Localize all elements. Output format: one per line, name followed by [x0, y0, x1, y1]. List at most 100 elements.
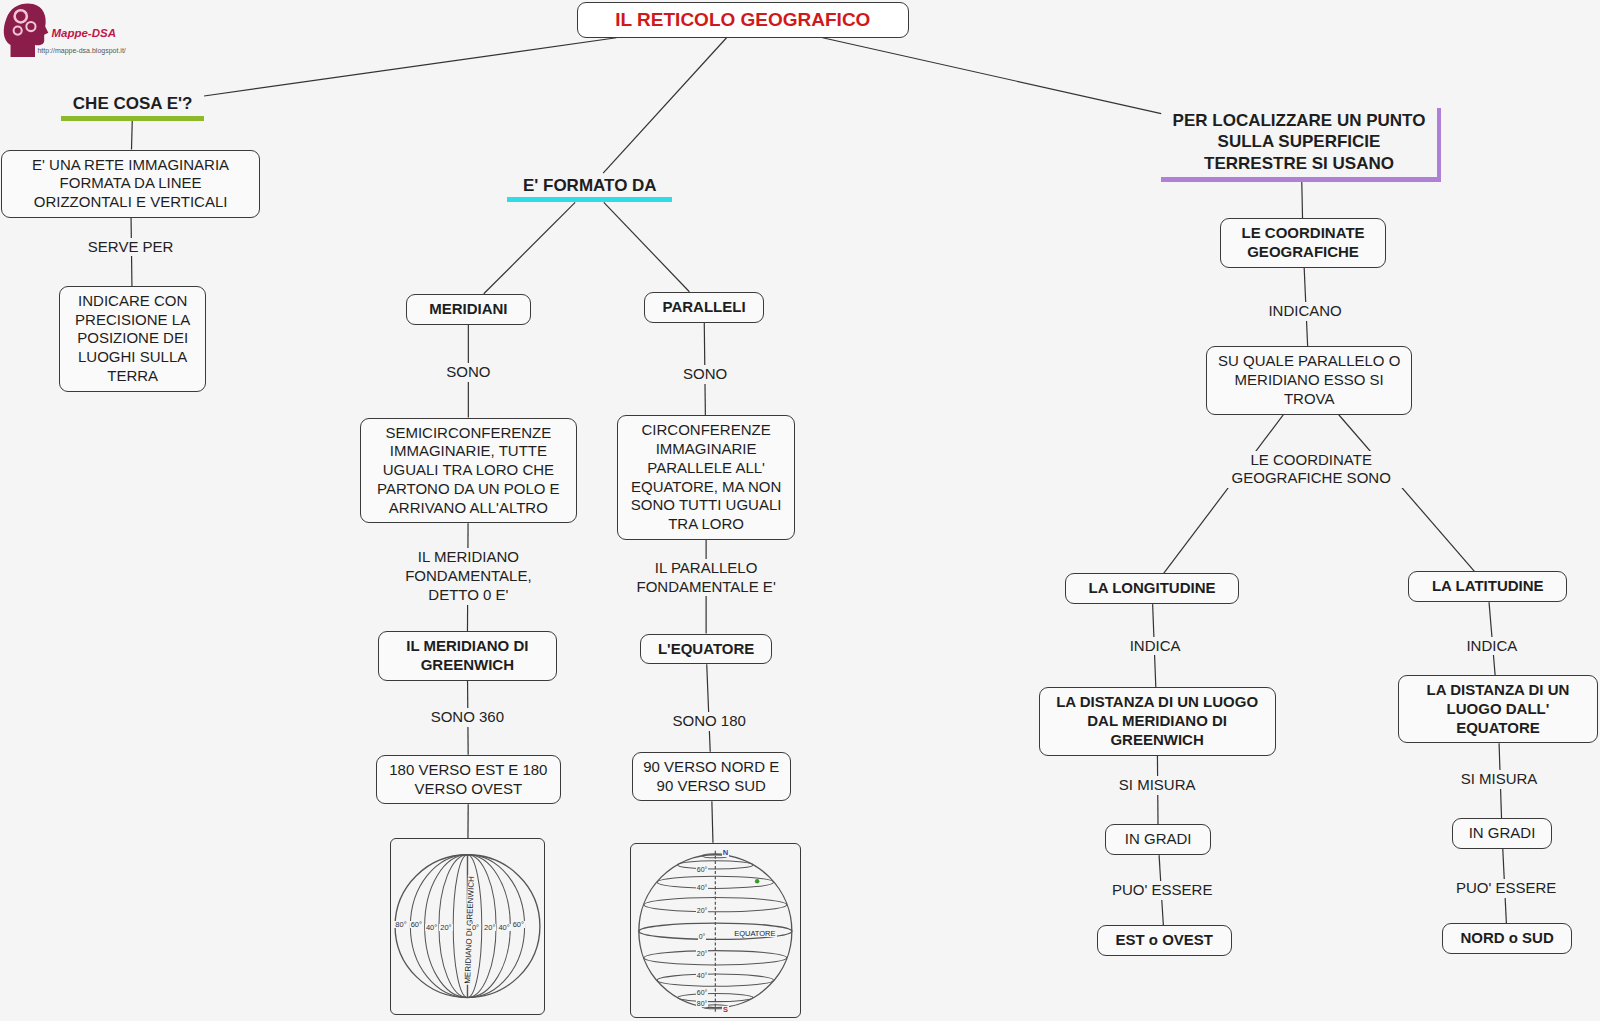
- degree-label: 0°: [471, 924, 480, 932]
- concept-box: SEMICIRCONFERENZE IMMAGINARIE, TUTTE UGU…: [360, 418, 576, 524]
- concept-box: IN GRADI: [1452, 818, 1552, 849]
- edge-label: SONO 180: [669, 712, 748, 731]
- edge-label: SONO: [443, 363, 493, 382]
- connector-line: [131, 121, 133, 150]
- degree-label: 20°: [696, 907, 709, 914]
- title-box: IL RETICOLO GEOGRAFICO: [577, 2, 910, 38]
- parallel-globe: [639, 851, 792, 1012]
- node-text: LA DISTANZA DI UN LUOGO DALL' EQUATORE: [1408, 681, 1588, 737]
- connector-line: [1164, 415, 1284, 574]
- logo-text: Mappe-DSA: [51, 28, 116, 40]
- connector-line: [1301, 182, 1303, 218]
- connector-line: [484, 202, 575, 293]
- concept-box: LA LATITUDINE: [1408, 571, 1567, 602]
- concept-box: LA DISTANZA DI UN LUOGO DAL MERIDIANO DI…: [1039, 687, 1276, 755]
- picture-caption: EQUATORE: [733, 930, 776, 938]
- edge-label: INDICA: [1127, 637, 1184, 656]
- concept-box: LA DISTANZA DI UN LUOGO DALL' EQUATORE: [1398, 675, 1598, 743]
- section-heading: E' FORMATO DA: [507, 173, 672, 202]
- meridian-globe: [395, 855, 540, 998]
- degree-label: 40°: [425, 924, 438, 932]
- connector-line: [823, 38, 1162, 114]
- edge-label: SERVE PER: [85, 238, 177, 257]
- edge-label: SONO 360: [428, 708, 507, 727]
- degree-label: 80°: [696, 1000, 709, 1007]
- section-heading: PER LOCALIZZARE UN PUNTO SULLA SUPERFICI…: [1161, 108, 1441, 182]
- node-text: MERIDIANI: [416, 300, 520, 319]
- connector-line: [1339, 415, 1475, 572]
- node-text: SU QUALE PARALLELO O MERIDIANO ESSO SI T…: [1216, 352, 1402, 408]
- concept-box: E' UNA RETE IMMAGINARIA FORMATA DA LINEE…: [1, 150, 260, 218]
- concept-box: L'EQUATORE: [640, 634, 773, 665]
- pole-label: N: [722, 849, 729, 857]
- degree-label: 40°: [497, 924, 510, 932]
- connector-line: [712, 801, 713, 843]
- node-text: IL RETICOLO GEOGRAFICO: [588, 8, 899, 32]
- concept-box: NORD o SUD: [1442, 923, 1573, 954]
- section-heading: CHE COSA E'?: [61, 91, 204, 120]
- globe-picture-frame: EQUATORE: [630, 843, 800, 1019]
- edge-label: SONO: [680, 365, 730, 384]
- degree-label: 20°: [483, 924, 496, 932]
- concept-box: INDICARE CON PRECISIONE LA POSIZIONE DEI…: [59, 286, 206, 392]
- degree-label: 20°: [696, 950, 709, 957]
- edge-label: IL MERIDIANO FONDAMENTALE, DETTO 0 E': [379, 548, 558, 604]
- edge-label: SI MISURA: [1116, 776, 1199, 795]
- concept-box: LA LONGITUDINE: [1065, 573, 1238, 604]
- concept-box: 90 VERSO NORD E 90 VERSO SUD: [632, 752, 791, 802]
- connector-line: [707, 664, 710, 751]
- concept-box: IN GRADI: [1105, 824, 1211, 855]
- node-text: 180 VERSO EST E 180 VERSO OVEST: [386, 761, 552, 799]
- degree-label: 20°: [439, 924, 452, 932]
- concept-box: EST o OVEST: [1097, 925, 1232, 956]
- node-text: EST o OVEST: [1107, 931, 1222, 950]
- connector-line: [603, 38, 726, 173]
- edge-label: PUO' ESSERE: [1453, 879, 1559, 898]
- concept-box: CIRCONFERENZE IMMAGINARIE PARALLELE ALL'…: [617, 415, 795, 540]
- node-text: IL MERIDIANO DI GREENWICH: [388, 637, 548, 675]
- degree-label: 60°: [410, 921, 423, 929]
- point-marker: [755, 879, 759, 883]
- node-text: LE COORDINATE GEOGRAFICHE: [1230, 224, 1375, 262]
- gear: [26, 22, 35, 31]
- concept-box: MERIDIANI: [406, 294, 530, 325]
- logo-url: http://mappe-dsa.blogspot.it/: [37, 47, 125, 54]
- degree-label: 40°: [696, 884, 709, 891]
- node-text: NORD o SUD: [1452, 929, 1563, 948]
- degree-label: 60°: [696, 989, 709, 996]
- concept-box: LE COORDINATE GEOGRAFICHE: [1220, 218, 1385, 268]
- node-text: CHE COSA E'?: [65, 93, 200, 114]
- gear: [15, 10, 27, 22]
- node-text: LA LATITUDINE: [1418, 577, 1557, 596]
- edge-label: IL PARALLELO FONDAMENTALE E': [609, 559, 804, 597]
- node-text: LA DISTANZA DI UN LUOGO DAL MERIDIANO DI…: [1049, 693, 1266, 749]
- degree-label: 80°: [394, 921, 407, 929]
- node-text: PARALLELI: [654, 298, 754, 317]
- node-text: IN GRADI: [1462, 824, 1542, 843]
- node-text: 90 VERSO NORD E 90 VERSO SUD: [642, 758, 781, 796]
- node-text: SEMICIRCONFERENZE IMMAGINARIE, TUTTE UGU…: [370, 424, 566, 518]
- node-text: IN GRADI: [1115, 830, 1201, 849]
- node-text: E' UNA RETE IMMAGINARIA FORMATA DA LINEE…: [11, 156, 250, 212]
- node-text: PER LOCALIZZARE UN PUNTO SULLA SUPERFICI…: [1165, 110, 1433, 174]
- node-text: CIRCONFERENZE IMMAGINARIE PARALLELE ALL'…: [627, 421, 785, 534]
- node-text: LA LONGITUDINE: [1075, 579, 1228, 598]
- node-text: INDICARE CON PRECISIONE LA POSIZIONE DEI…: [69, 292, 196, 386]
- concept-box: SU QUALE PARALLELO O MERIDIANO ESSO SI T…: [1206, 346, 1412, 414]
- concept-box: PARALLELI: [644, 292, 764, 323]
- gear: [14, 27, 22, 35]
- concept-box: 180 VERSO EST E 180 VERSO OVEST: [376, 755, 562, 805]
- node-text: E' FORMATO DA: [511, 175, 668, 196]
- degree-label: 60°: [696, 866, 709, 873]
- degree-label: 60°: [512, 921, 525, 929]
- degree-label: 40°: [696, 972, 709, 979]
- edge-label: LE COORDINATE GEOGRAFICHE SONO: [1206, 451, 1416, 489]
- connector-line: [467, 804, 468, 838]
- degree-label: 0°: [698, 933, 707, 940]
- node-text: L'EQUATORE: [650, 640, 763, 659]
- connector-line: [604, 202, 690, 291]
- pole-label: S: [722, 1006, 729, 1014]
- connector-line: [204, 38, 616, 96]
- edge-label: PUO' ESSERE: [1109, 881, 1215, 900]
